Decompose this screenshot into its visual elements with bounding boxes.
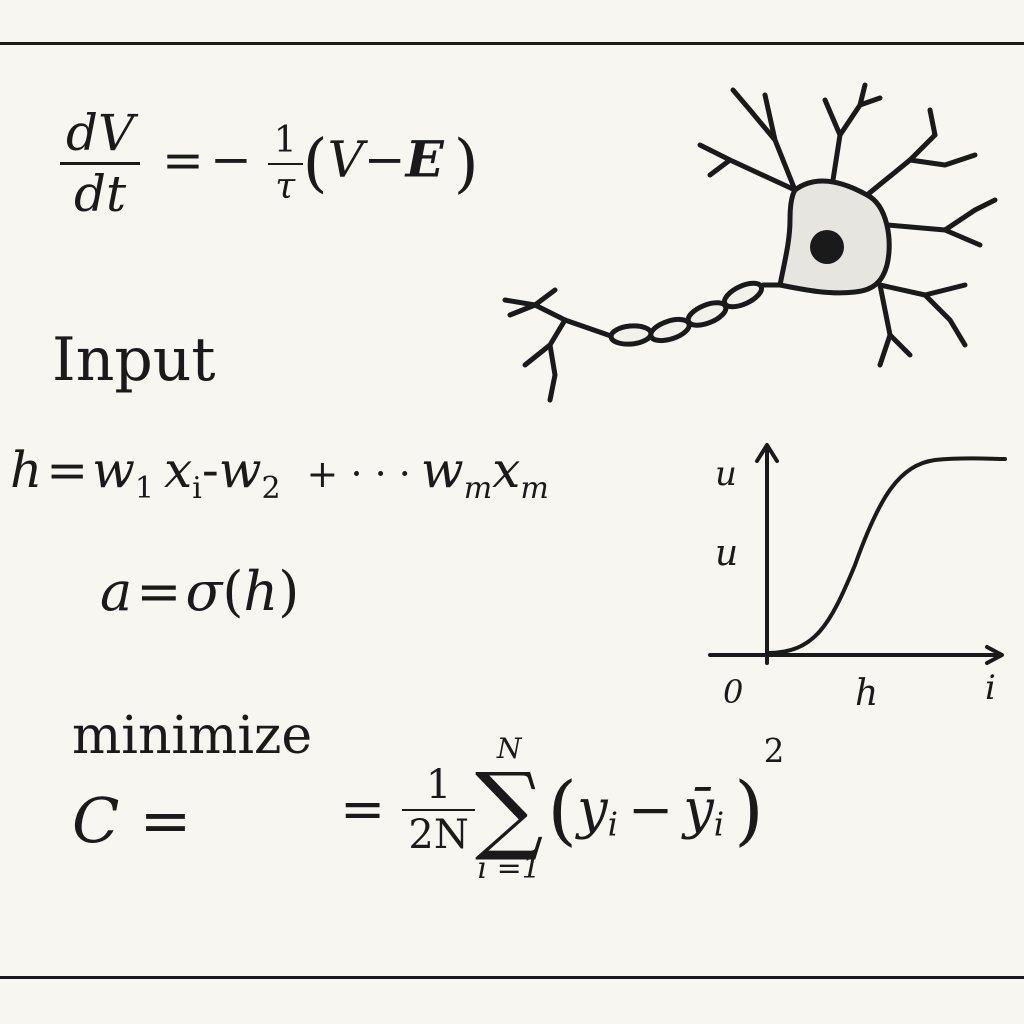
dendrite <box>907 152 978 168</box>
dendrite <box>877 282 893 368</box>
equals-sign: = <box>136 560 182 623</box>
sum-symbol: ∑ <box>474 752 544 864</box>
minus-sign: − <box>627 777 674 841</box>
weight-m-sub: m <box>463 471 493 506</box>
target-y-sub: i <box>607 805 618 844</box>
myelin-segment <box>608 323 654 347</box>
sum-lower-limit: i =1 <box>477 851 541 887</box>
origin-label: 0 <box>723 673 743 711</box>
paren-open: ( <box>302 126 328 201</box>
paren-close: ) <box>278 560 300 623</box>
axon-terminal <box>547 342 558 403</box>
x-axis-label: h <box>855 673 878 714</box>
coefficient-denominator: 2N <box>408 811 469 858</box>
equals-sign: = <box>340 777 386 841</box>
h-symbol: h <box>243 560 279 623</box>
derivative-denominator: dt <box>74 165 127 223</box>
dendrite <box>857 95 883 108</box>
dendrite <box>972 197 998 213</box>
x-axis-end-label: i <box>985 668 996 708</box>
ellipsis-operator: + · · · <box>306 452 411 496</box>
predicted-y: ȳ <box>683 777 714 841</box>
tau-fraction: 1 τ <box>267 119 303 207</box>
fraction-bar <box>267 162 303 165</box>
input-label: Input <box>52 325 216 395</box>
summation: N ∑ i =1 <box>475 735 544 884</box>
y-axis-arrow <box>755 443 779 463</box>
y-axis-top-label: u <box>715 454 737 494</box>
neuron-illustration <box>502 82 998 403</box>
dendrite <box>730 87 753 113</box>
tau-denominator: τ <box>275 165 296 207</box>
dendrite <box>837 82 868 138</box>
weight-2: w <box>218 441 262 499</box>
axon-terminal <box>502 297 614 339</box>
paren-close: ) <box>734 764 764 854</box>
fraction-bar <box>402 808 475 811</box>
dendrite <box>822 97 843 183</box>
power-exponent: 2 <box>763 732 785 770</box>
weight-2-sub: 2 <box>261 471 281 506</box>
weight-1-sub: 1 <box>134 471 155 506</box>
predicted-y-sub: i <box>713 805 725 844</box>
cost-coefficient: 1 2N <box>402 761 475 858</box>
axon-terminal <box>532 287 558 308</box>
equals-sign: = <box>162 130 204 189</box>
fraction-bar <box>60 162 141 165</box>
paren-close: ) <box>453 126 479 201</box>
operator-minus: - <box>201 441 219 499</box>
weight-1: w <box>92 441 135 499</box>
paren-open: ( <box>547 764 578 854</box>
cost-lhs: C= <box>72 790 191 852</box>
equals-sign: = <box>139 784 192 857</box>
y-axis-mid-label: u <box>715 533 738 574</box>
input-m-sub: m <box>520 471 549 506</box>
dendrite <box>707 157 733 178</box>
dendrite <box>887 332 913 358</box>
sum-upper-limit: N <box>496 732 522 765</box>
dendrite <box>942 227 983 248</box>
dendrite <box>922 292 968 348</box>
voltage-symbol: V <box>327 130 364 189</box>
top-rule <box>0 42 1024 45</box>
derivative-numerator: dV <box>66 104 135 162</box>
input-1: x <box>164 441 193 499</box>
cost-symbol: C <box>72 784 120 857</box>
sigma-symbol: σ <box>185 560 223 623</box>
myelin-segment <box>648 316 692 344</box>
sigmoid-graph: u u 0 h i <box>708 443 1007 714</box>
dendrite <box>877 282 968 298</box>
derivative-fraction: dV dt <box>60 104 141 223</box>
minus-sign: − <box>209 130 252 189</box>
cost-rhs: = 1 2N N ∑ i =1 (yi−ȳi)2 <box>340 735 784 884</box>
neuron-nucleus <box>810 230 844 264</box>
reversal-symbol: E <box>405 129 444 189</box>
dendrite <box>762 92 778 143</box>
membrane-equation: dV dt =− 1 τ (V−E) <box>60 108 479 219</box>
x-axis-arrow <box>985 645 1004 665</box>
paren-open: ( <box>222 560 244 623</box>
activation-equation: a=σ(h) <box>100 565 299 619</box>
sigmoid-curve <box>765 456 1007 655</box>
dendrite <box>884 207 978 233</box>
h-symbol: h <box>10 441 43 499</box>
input-m: x <box>492 441 521 499</box>
axon-terminal <box>522 317 568 368</box>
dendrite <box>864 132 938 198</box>
tau-numerator: 1 <box>273 119 297 161</box>
minus-operator: − <box>363 130 406 189</box>
target-y: y <box>577 777 608 841</box>
input-1-sub: i <box>192 471 202 506</box>
dendrite <box>927 107 938 138</box>
a-symbol: a <box>100 560 133 623</box>
weight-m: w <box>420 441 464 499</box>
axon-terminal <box>507 302 538 318</box>
coefficient-numerator: 1 <box>425 761 452 808</box>
minimize-label: minimize <box>72 706 313 766</box>
equals-sign: = <box>46 441 89 499</box>
bottom-rule <box>0 976 1024 979</box>
